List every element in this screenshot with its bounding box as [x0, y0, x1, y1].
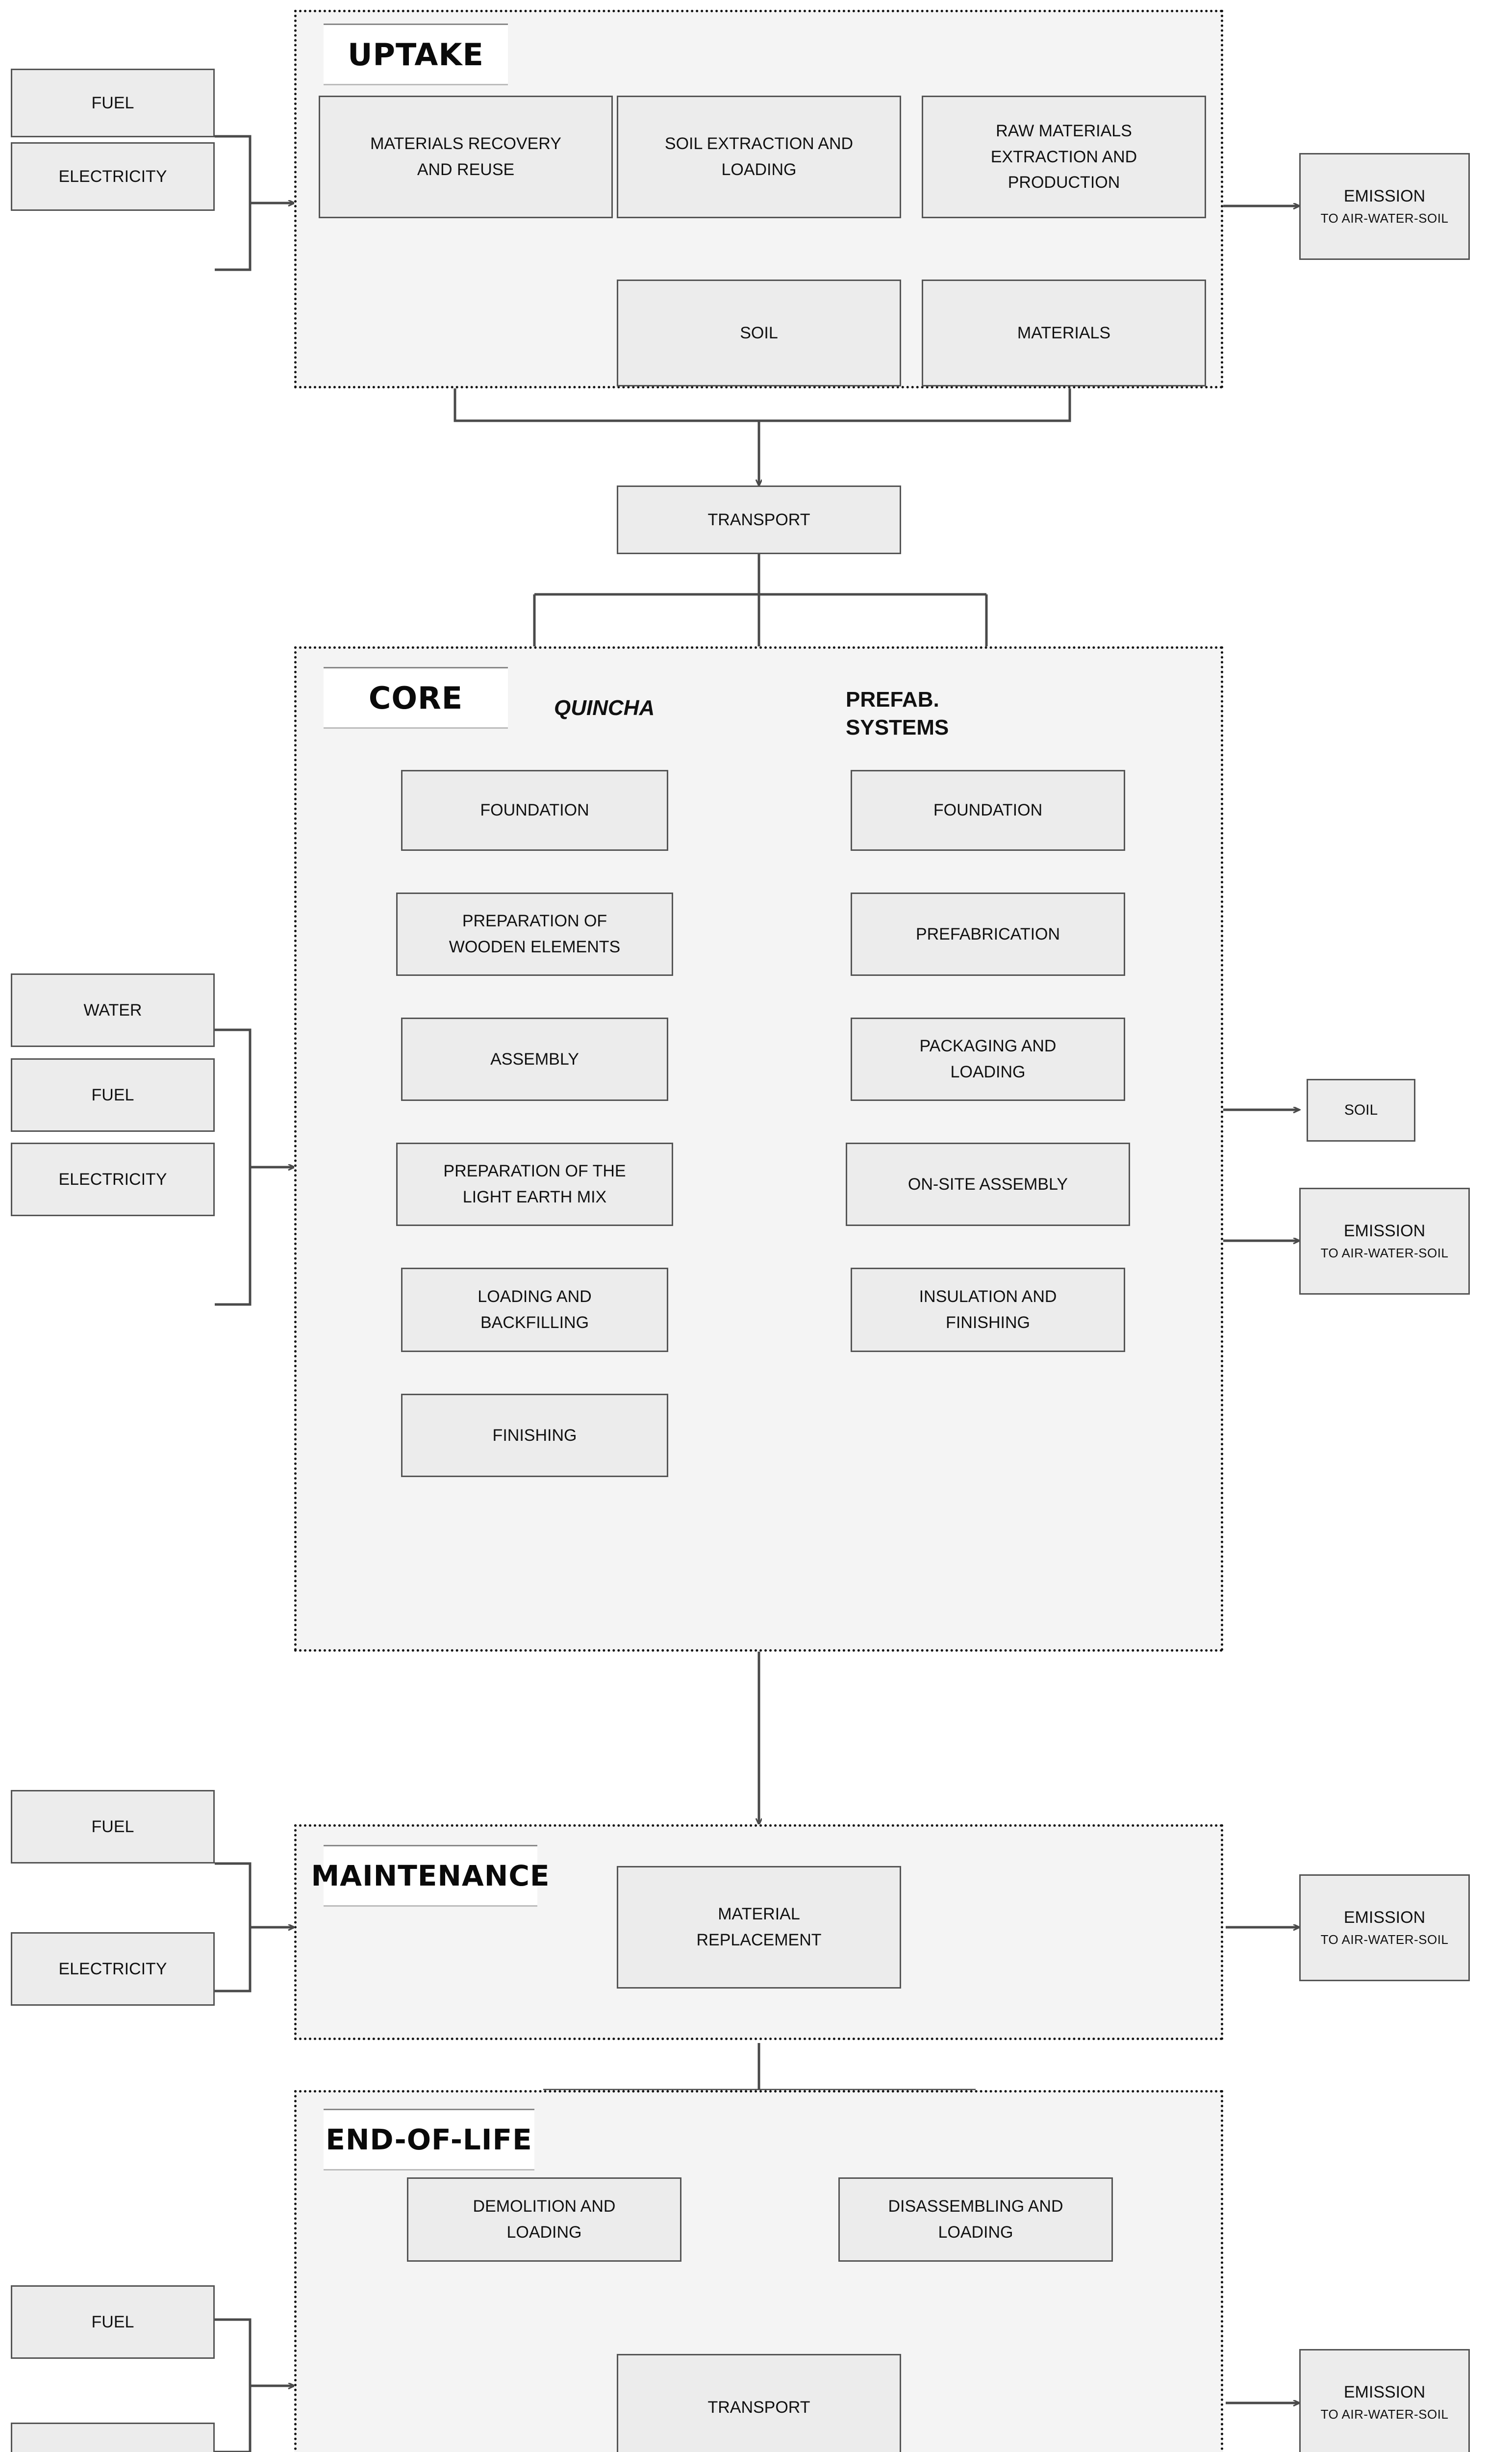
input-eol-electricity[interactable]: ELECTRICITY	[11, 2423, 215, 2452]
phase-label-end-of-life: END-OF-LIFE	[324, 2109, 534, 2171]
emission-subtitle: TO AIR-WATER-SOIL	[1320, 1246, 1449, 1260]
node-line-1: PREPARATION OF THE	[443, 1162, 626, 1181]
input-core-electricity[interactable]: ELECTRICITY	[11, 1143, 215, 1216]
node-line-1: LOADING AND	[478, 1287, 592, 1306]
input-eol-fuel[interactable]: FUEL	[11, 2285, 215, 2359]
input-maintenance-electricity-label: ELECTRICITY	[58, 1959, 167, 1978]
node-line-2: EXTRACTION AND	[990, 147, 1137, 166]
input-uptake-electricity-label: ELECTRICITY	[58, 167, 167, 186]
node-materials-recovery-and-reuse[interactable]: MATERIALS RECOVERY AND REUSE	[319, 96, 613, 218]
phase-label-core-text: CORE	[368, 680, 463, 716]
branch-label-prefab-line-1: PREFAB.	[846, 688, 939, 712]
output-core-soil-label: SOIL	[1344, 1102, 1378, 1118]
node-line-2: BACKFILLING	[480, 1313, 589, 1332]
input-maintenance-electricity[interactable]: ELECTRICITY	[11, 1932, 215, 2006]
node-line-2: LIGHT EARTH MIX	[462, 1188, 607, 1206]
node-line-2: WOODEN ELEMENTS	[449, 938, 621, 956]
node-line-1: RAW MATERIALS	[996, 121, 1132, 140]
output-eol-emission[interactable]: EMISSION TO AIR-WATER-SOIL	[1299, 2349, 1470, 2452]
emission-title: EMISSION	[1343, 187, 1426, 205]
node-line-2: AND REUSE	[417, 160, 515, 179]
phase-label-uptake-text: UPTAKE	[348, 36, 484, 73]
emission-subtitle: TO AIR-WATER-SOIL	[1320, 1932, 1449, 1947]
output-uptake-emission[interactable]: EMISSION TO AIR-WATER-SOIL	[1299, 153, 1470, 260]
node-soil-extraction-and-loading[interactable]: SOIL EXTRACTION AND LOADING	[617, 96, 901, 218]
branch-label-quincha: QUINCHA	[554, 694, 655, 722]
node-prefab-on-site-assembly[interactable]: ON-SITE ASSEMBLY	[846, 1143, 1130, 1226]
input-core-water-label: WATER	[83, 1000, 142, 1020]
node-materials[interactable]: MATERIALS	[922, 280, 1206, 386]
node-quincha-preparation-of-wooden-elements[interactable]: PREPARATION OF WOODEN ELEMENTS	[396, 893, 673, 976]
node-line-1: DISASSEMBLING AND	[888, 2197, 1063, 2216]
input-core-electricity-label: ELECTRICITY	[58, 1170, 167, 1189]
node-line-1: MATERIALS	[1017, 323, 1111, 342]
emission-title: EMISSION	[1343, 2383, 1426, 2401]
input-eol-fuel-label: FUEL	[91, 2312, 134, 2331]
branch-label-prefab-line-2: SYSTEMS	[846, 715, 949, 740]
input-core-fuel[interactable]: FUEL	[11, 1058, 215, 1132]
node-line-3: PRODUCTION	[1008, 173, 1120, 192]
node-material-replacement[interactable]: MATERIAL REPLACEMENT	[617, 1866, 901, 1989]
phase-label-maintenance: MAINTENANCE	[311, 1845, 550, 1907]
node-line-1: MATERIALS RECOVERY	[370, 134, 561, 153]
node-disassembling-and-loading[interactable]: DISASSEMBLING AND LOADING	[838, 2177, 1113, 2262]
node-line-1: SOIL	[740, 323, 778, 342]
node-line-1: FOUNDATION	[933, 801, 1043, 820]
node-prefab-packaging-and-loading[interactable]: PACKAGING AND LOADING	[851, 1018, 1125, 1101]
node-line-2: REPLACEMENT	[696, 1931, 822, 1949]
node-line-2: LOADING	[950, 1063, 1026, 1081]
node-line-1: INSULATION AND	[919, 1287, 1057, 1306]
node-line-1: TRANSPORT	[707, 2398, 810, 2417]
node-quincha-preparation-of-the-light-earth-mix[interactable]: PREPARATION OF THE LIGHT EARTH MIX	[396, 1143, 673, 1226]
emission-title: EMISSION	[1343, 1222, 1426, 1240]
node-soil[interactable]: SOIL	[617, 280, 901, 386]
node-line-2: LOADING	[721, 160, 797, 179]
phase-label-maintenance-text: MAINTENANCE	[311, 1859, 550, 1892]
node-line-1: PACKAGING AND	[919, 1037, 1057, 1056]
node-line-1: FINISHING	[492, 1426, 577, 1445]
input-maintenance-fuel[interactable]: FUEL	[11, 1790, 215, 1864]
node-quincha-loading-and-backfilling[interactable]: LOADING AND BACKFILLING	[401, 1268, 668, 1352]
node-line-1: SOIL EXTRACTION AND	[664, 134, 854, 153]
phase-label-core: CORE	[324, 667, 508, 729]
node-demolition-and-loading[interactable]: DEMOLITION AND LOADING	[407, 2177, 681, 2262]
node-line-1: DEMOLITION AND	[473, 2197, 616, 2216]
emission-subtitle: TO AIR-WATER-SOIL	[1320, 2407, 1449, 2422]
input-uptake-electricity[interactable]: ELECTRICITY	[11, 142, 215, 211]
input-core-water[interactable]: WATER	[11, 973, 215, 1047]
input-core-fuel-label: FUEL	[91, 1085, 134, 1104]
node-line-1: ON-SITE ASSEMBLY	[907, 1175, 1068, 1194]
input-uptake-fuel[interactable]: FUEL	[11, 69, 215, 137]
output-maintenance-emission[interactable]: EMISSION TO AIR-WATER-SOIL	[1299, 1874, 1470, 1981]
node-line-1: FOUNDATION	[480, 801, 589, 820]
node-line-1: PREFABRICATION	[915, 924, 1060, 944]
input-uptake-fuel-label: FUEL	[91, 93, 134, 112]
branch-label-quincha-text: QUINCHA	[554, 696, 655, 720]
node-prefab-prefabrication[interactable]: PREFABRICATION	[851, 893, 1125, 976]
node-line-1: ASSEMBLY	[490, 1049, 579, 1069]
emission-title: EMISSION	[1343, 1908, 1426, 1927]
node-transport-eol[interactable]: TRANSPORT	[617, 2354, 901, 2452]
node-prefab-foundation[interactable]: FOUNDATION	[851, 770, 1125, 851]
node-line-2: LOADING	[506, 2223, 582, 2242]
node-line-2: FINISHING	[946, 1313, 1030, 1332]
output-core-emission[interactable]: EMISSION TO AIR-WATER-SOIL	[1299, 1188, 1470, 1295]
node-prefab-insulation-and-finishing[interactable]: INSULATION AND FINISHING	[851, 1268, 1125, 1352]
node-raw-materials-extraction-and-production[interactable]: RAW MATERIALS EXTRACTION AND PRODUCTION	[922, 96, 1206, 218]
node-line-2: LOADING	[938, 2223, 1013, 2242]
node-quincha-foundation[interactable]: FOUNDATION	[401, 770, 668, 851]
input-eol-electricity-label: ELECTRICITY	[58, 2450, 167, 2452]
node-quincha-assembly[interactable]: ASSEMBLY	[401, 1018, 668, 1101]
phase-label-end-of-life-text: END-OF-LIFE	[326, 2123, 532, 2156]
node-line-1: PREPARATION OF	[462, 912, 607, 931]
emission-subtitle: TO AIR-WATER-SOIL	[1320, 211, 1449, 226]
phase-label-uptake: UPTAKE	[324, 24, 508, 85]
node-line-1: MATERIAL	[718, 1905, 800, 1924]
output-core-soil[interactable]: SOIL	[1307, 1079, 1415, 1142]
node-line-1: TRANSPORT	[707, 510, 810, 529]
input-maintenance-fuel-label: FUEL	[91, 1817, 134, 1836]
branch-label-prefab-systems: PREFAB. SYSTEMS	[846, 686, 949, 741]
node-quincha-finishing[interactable]: FINISHING	[401, 1394, 668, 1477]
node-transport-top[interactable]: TRANSPORT	[617, 485, 901, 554]
